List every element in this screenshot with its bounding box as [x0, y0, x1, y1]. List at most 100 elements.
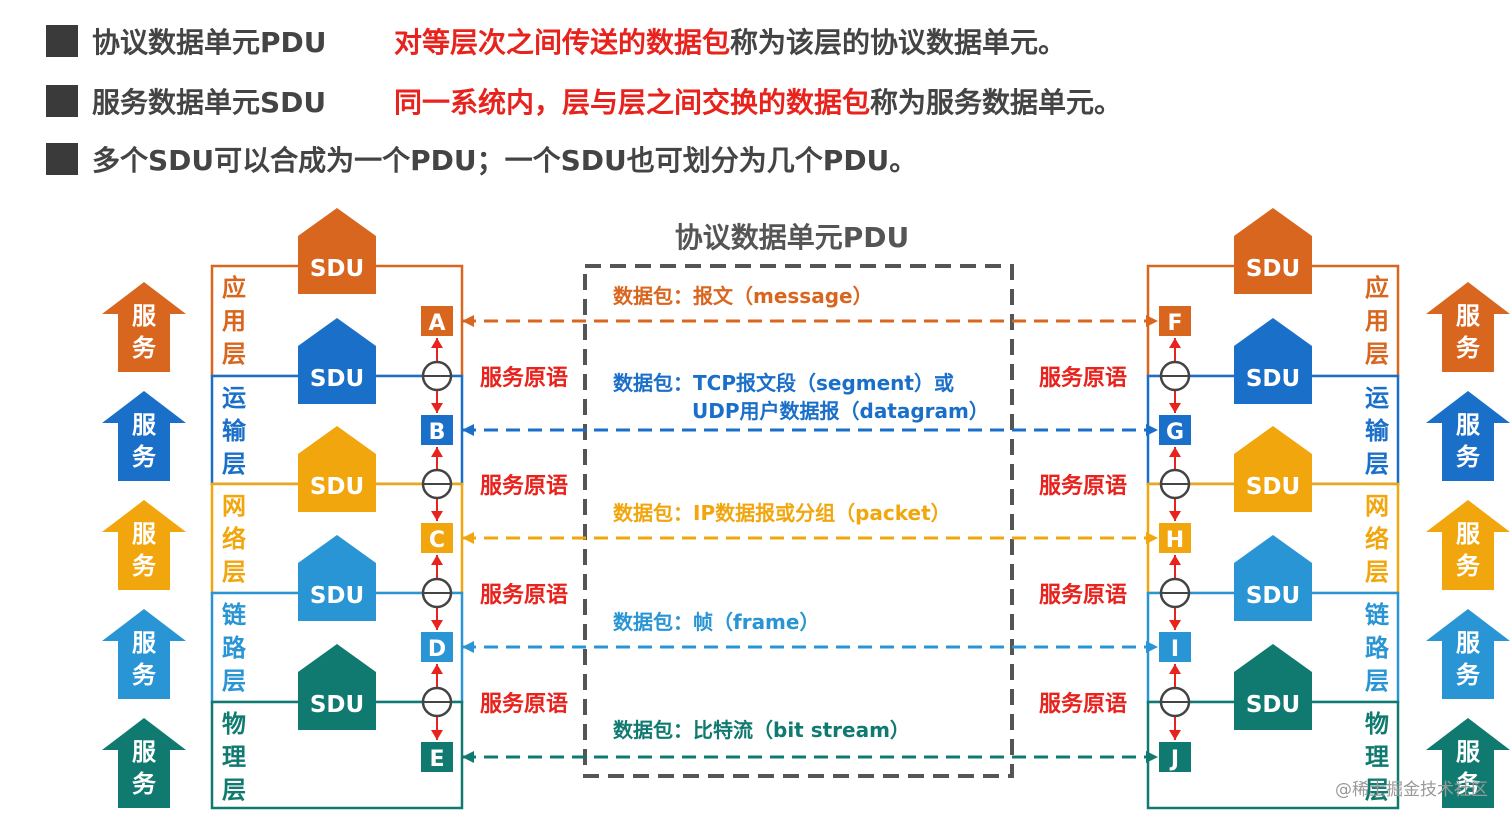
left-sdu-box-3 [298, 563, 376, 621]
left-service-label-0-0: 服 [132, 302, 157, 330]
left-primitive-arrowhead-down-3 [431, 730, 443, 740]
right-layer-name-4-2: 层 [1365, 776, 1389, 804]
left-primitive-arrowhead-down-1 [431, 511, 443, 521]
primitive-label-left-1: 服务原语 [480, 474, 568, 499]
watermark: @稀土掘金技术社区 [1335, 780, 1488, 800]
primitive-label-left-2: 服务原语 [480, 583, 568, 608]
bullet-marker [46, 25, 78, 57]
left-sdu-label-2: SDU [310, 474, 364, 500]
right-sdu-box-4 [1234, 672, 1312, 730]
right-primitive-arrowhead-up-3 [1169, 664, 1181, 674]
primitive-label-left-0: 服务原语 [480, 366, 568, 391]
bullet-pdu: 协议数据单元PDU 对等层次之间传送的数据包称为该层的协议数据单元。 [46, 21, 1066, 61]
left-service-arrow-0 [102, 282, 186, 372]
right-service-arrow-2 [1426, 500, 1510, 590]
right-primitive-arrowhead-up-0 [1169, 338, 1181, 348]
packet-label-0-0: 数据包：报文（message） [613, 284, 873, 308]
left-layer-name-0-2: 层 [222, 340, 246, 368]
left-primitive-arrowhead-up-3 [431, 664, 443, 674]
pdu-definition-rest: 称为该层的协议数据单元。 [730, 26, 1067, 59]
left-layer-name-0-0: 应 [222, 274, 246, 302]
right-service-label-0-0: 服 [1456, 302, 1481, 330]
peer-arrowhead-right-2 [1146, 532, 1158, 544]
right-sdu-label-3: SDU [1246, 583, 1300, 609]
right-primitive-arrowhead-down-2 [1169, 620, 1181, 630]
right-layer-name-4-0: 物 [1365, 710, 1389, 738]
left-service-label-2-0: 服 [132, 520, 157, 548]
right-service-arrow-3 [1426, 609, 1510, 699]
peer-arrowhead-left-1 [462, 424, 474, 436]
right-sdu-box-3 [1234, 563, 1312, 621]
left-layer-name-1-2: 层 [222, 450, 246, 478]
left-access-point-label-1: B [429, 420, 446, 445]
sdu-definition-rest: 称为服务数据单元。 [870, 86, 1123, 119]
peer-arrowhead-right-3 [1146, 641, 1158, 653]
left-primitive-arrowhead-up-0 [431, 338, 443, 348]
right-layer-name-3-0: 链 [1365, 601, 1390, 629]
sdu-term: 服务数据单元SDU [92, 86, 327, 119]
right-service-label-0-1: 务 [1456, 334, 1481, 362]
left-layer-name-2-0: 网 [222, 492, 246, 520]
pdu-definition: 对等层次之间传送的数据包称为该层的协议数据单元。 [394, 21, 1066, 61]
left-sdu-box-1 [298, 346, 376, 404]
right-sdu-box-1 [1234, 346, 1312, 404]
left-access-point-label-2: C [429, 528, 445, 553]
left-layer-name-3-2: 层 [222, 667, 246, 695]
left-layer-name-2-1: 络 [222, 525, 246, 553]
right-service-label-1-0: 服 [1456, 411, 1481, 439]
primitive-label-right-2: 服务原语 [1039, 583, 1127, 608]
bullet-relation: 多个SDU可以合成为一个PDU；一个SDU也可划分为几个PDU。 [46, 139, 917, 179]
right-primitive-arrowhead-down-3 [1169, 730, 1181, 740]
pdu-dashed-box [583, 264, 1014, 778]
right-sdu-label-4: SDU [1246, 692, 1300, 718]
left-sdu-box-2 [298, 454, 376, 512]
packet-label-1-0: 数据包：TCP报文段（segment）或 [613, 371, 954, 395]
sdu-definition-highlight: 同一系统内，层与层之间交换的数据包 [394, 86, 871, 119]
right-access-point-label-0: F [1167, 311, 1182, 336]
left-service-label-3-0: 服 [132, 629, 157, 657]
bullet-marker [46, 143, 78, 175]
right-sdu-box-0 [1234, 236, 1312, 294]
left-access-point-label-0: A [428, 311, 445, 336]
packet-label-1-1: UDP用户数据报（datagram） [692, 399, 989, 423]
left-layer-name-3-0: 链 [222, 601, 247, 629]
right-primitive-arrowhead-down-0 [1169, 403, 1181, 413]
packet-label-3-0: 数据包：帧（frame） [613, 610, 819, 634]
left-service-label-0-1: 务 [132, 334, 157, 362]
left-service-arrow-1 [102, 391, 186, 481]
left-layer-name-2-2: 层 [222, 558, 246, 586]
left-access-point-label-3: D [428, 637, 446, 662]
left-primitive-arrowhead-up-1 [431, 447, 443, 457]
right-layer-name-0-0: 应 [1365, 274, 1389, 302]
primitive-label-right-3: 服务原语 [1039, 692, 1127, 717]
bullet-marker [46, 85, 78, 117]
right-layer-name-4-1: 理 [1365, 743, 1389, 771]
bullet-sdu: 服务数据单元SDU 同一系统内，层与层之间交换的数据包称为服务数据单元。 [46, 81, 1122, 121]
right-service-label-4-0: 服 [1456, 738, 1481, 766]
primitive-label-right-1: 服务原语 [1039, 474, 1127, 499]
left-layer-name-4-1: 理 [222, 743, 246, 771]
primitive-label-left-3: 服务原语 [480, 692, 568, 717]
left-access-point-0 [421, 306, 453, 336]
pdu-definition-highlight: 对等层次之间传送的数据包 [394, 26, 731, 59]
left-layer-name-3-1: 路 [222, 634, 247, 662]
left-service-label-4-1: 务 [132, 770, 157, 798]
left-layer-name-4-0: 物 [222, 710, 246, 738]
left-primitive-arrowhead-down-0 [431, 403, 443, 413]
peer-arrowhead-right-4 [1146, 751, 1158, 763]
left-service-label-1-0: 服 [132, 411, 157, 439]
right-service-label-3-1: 务 [1456, 661, 1481, 689]
right-access-point-4 [1159, 742, 1191, 772]
left-primitive-arrowhead-up-2 [431, 555, 443, 565]
left-layer-name-0-1: 用 [222, 307, 246, 335]
right-service-label-3-0: 服 [1456, 629, 1481, 657]
right-access-point-3 [1159, 632, 1191, 662]
right-service-label-4-1: 务 [1456, 770, 1481, 798]
right-access-point-label-2: H [1166, 528, 1184, 553]
packet-label-2-0: 数据包：IP数据报或分组（packet） [613, 501, 951, 525]
right-layer-name-1-0: 运 [1365, 384, 1389, 412]
right-sdu-label-2: SDU [1246, 474, 1300, 500]
left-service-label-2-1: 务 [132, 552, 157, 580]
peer-arrowhead-left-0 [462, 315, 474, 327]
